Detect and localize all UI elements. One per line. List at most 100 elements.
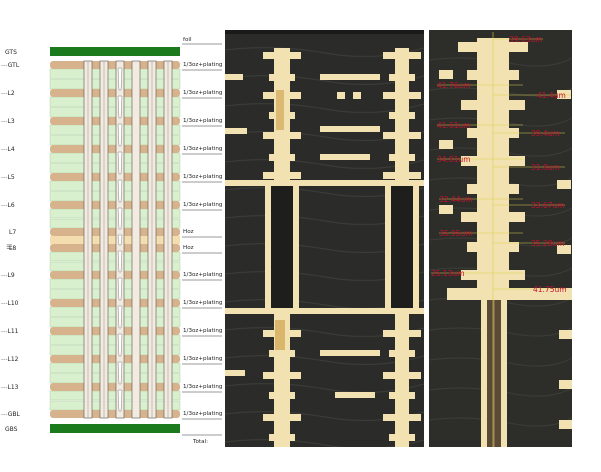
via-plug xyxy=(395,312,409,447)
through-hole-wall xyxy=(501,300,507,447)
dielectric-layer xyxy=(49,261,181,272)
copper-land xyxy=(263,414,301,421)
layer-spec-l11: 1/3oz+plating xyxy=(183,328,223,334)
copper-land xyxy=(389,112,415,119)
layer-name-gbs: GBS xyxy=(5,426,18,433)
bottom-solder-mask xyxy=(50,424,180,433)
dielectric-layer xyxy=(49,289,181,300)
layer-name-l8: L8 xyxy=(9,245,16,252)
copper-layer-gtl xyxy=(50,61,180,69)
cross-section-photo-measured: 39.63um41.76um41.4um41.61um39.4um34.81um… xyxy=(429,30,572,447)
copper-layer-l7 xyxy=(50,228,180,236)
layer-tick: --- xyxy=(1,62,8,69)
plating-stain xyxy=(275,320,285,350)
dielectric-layer xyxy=(49,107,181,118)
layer-spec-l9: 1/3oz+plating xyxy=(183,272,223,278)
layer-name-text: GBL xyxy=(8,411,21,418)
copper-layer-l13 xyxy=(50,383,180,391)
layer-name-text: L11 xyxy=(8,328,19,335)
dielectric-layer xyxy=(49,152,181,163)
layer-tick: --- xyxy=(1,384,8,391)
copper-trace xyxy=(320,74,380,80)
copper-layer-l9 xyxy=(50,271,180,279)
copper-layer-l3 xyxy=(50,117,180,125)
through-hole-wall xyxy=(293,186,299,308)
layer-tick: --- xyxy=(1,272,8,279)
microvia xyxy=(117,67,123,91)
dielectric-layer xyxy=(49,251,181,262)
dielectric-layer xyxy=(49,163,181,174)
layer-spec-l6: 1/3oz+plating xyxy=(183,202,223,208)
core-copper-top xyxy=(225,180,424,186)
copper-land xyxy=(389,434,415,441)
measurement-label: 34.81um xyxy=(437,155,471,164)
through-hole-void xyxy=(271,186,293,308)
measurement-label: 41.75um xyxy=(533,285,567,294)
layer-tick: --- xyxy=(1,300,8,307)
copper-layer-gbl xyxy=(50,410,180,418)
copper-layer-l8 xyxy=(50,244,180,252)
layer-name-l11: ---L11 xyxy=(1,328,19,335)
layer-spec-l8: Hoz xyxy=(183,245,194,251)
copper-land xyxy=(383,372,421,379)
layer-name-text: L2 xyxy=(8,90,15,97)
through-hole-wall xyxy=(481,300,487,447)
copper-land xyxy=(383,92,421,99)
measurement-label: 35.28um xyxy=(531,239,565,248)
copper-land xyxy=(263,172,301,179)
laminate-texture xyxy=(429,417,572,427)
copper-land xyxy=(383,52,421,59)
layer-name-text: GTL xyxy=(8,62,20,69)
copper-layer-l4 xyxy=(50,145,180,153)
copper-land xyxy=(263,372,301,379)
copper-land xyxy=(263,132,301,139)
layer-spec-l12: 1/3oz+plating xyxy=(183,356,223,362)
dielectric-layer xyxy=(49,317,181,328)
copper-trace xyxy=(225,74,243,80)
layer-name-text: L3 xyxy=(8,118,15,125)
adjacent-copper xyxy=(559,380,572,389)
layer-name-l3: ---L3 xyxy=(1,118,15,125)
microvia xyxy=(117,250,123,273)
laminate-texture xyxy=(429,327,572,337)
layer-spec-gbl: 1/3oz+plating xyxy=(183,411,223,417)
top-solder-mask xyxy=(50,47,180,56)
cross-section-photo-overview xyxy=(225,30,424,447)
layer-tick: --- xyxy=(1,356,8,363)
copper-layer-l12 xyxy=(50,355,180,363)
adjacent-copper xyxy=(559,420,572,429)
copper-trace xyxy=(320,154,370,160)
copper-pad xyxy=(337,92,345,99)
layer-tick: --- xyxy=(1,202,8,209)
copper-land xyxy=(269,392,295,399)
microvia xyxy=(117,277,123,301)
copper-trace xyxy=(225,370,245,376)
dielectric-layer xyxy=(49,79,181,90)
layer-name-text: L5 xyxy=(8,174,15,181)
dielectric-layer xyxy=(49,96,181,107)
layer-spec-l4: 1/3oz+plating xyxy=(183,146,223,152)
copper-layer-l5 xyxy=(50,173,180,181)
copper-layer-l2 xyxy=(50,89,180,97)
core-copper-top xyxy=(447,288,572,300)
through-hole-wall xyxy=(385,186,391,308)
microvia xyxy=(117,333,123,357)
dielectric-layer xyxy=(49,390,181,401)
copper-land xyxy=(269,434,295,441)
layer-name-l9: ---L9 xyxy=(1,272,15,279)
layer-name-l5: ---L5 xyxy=(1,174,15,181)
microvia xyxy=(117,361,123,385)
layer-name-text: L13 xyxy=(8,384,19,391)
copper-trace xyxy=(225,128,247,134)
copper-land xyxy=(383,330,421,337)
via-pillar xyxy=(131,60,141,419)
core-copper-bottom xyxy=(225,308,424,314)
core-dielectric xyxy=(50,236,180,244)
dielectric-layer xyxy=(49,400,181,411)
laminate-texture xyxy=(225,383,424,394)
layer-name-l4: ---L4 xyxy=(1,146,15,153)
dielectric-layer xyxy=(49,208,181,219)
layer-name-gts: GTS xyxy=(5,49,17,56)
layer-tick: --- xyxy=(1,411,8,418)
copper-pad xyxy=(353,92,361,99)
